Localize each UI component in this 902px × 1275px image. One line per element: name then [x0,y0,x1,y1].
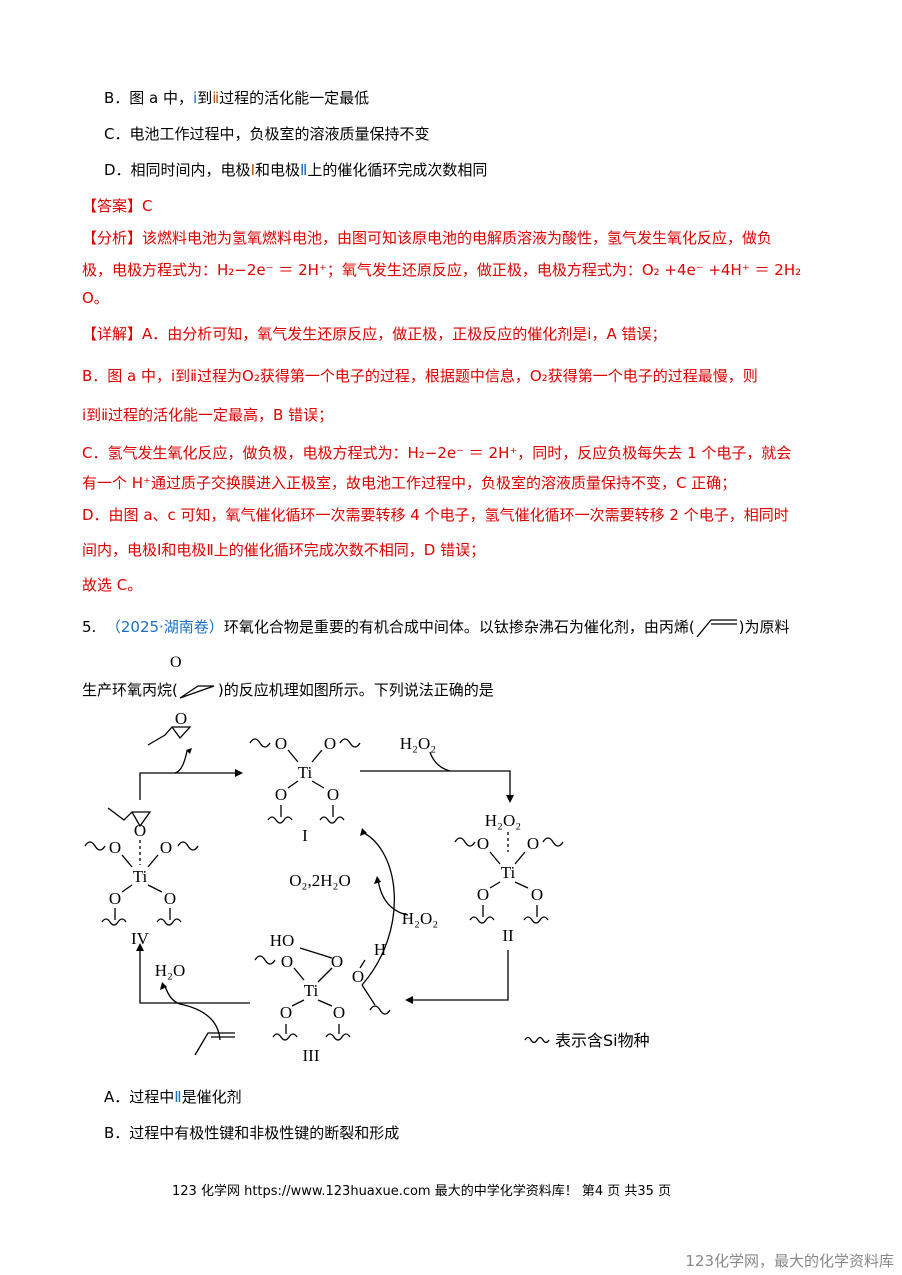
atom-h: H [374,940,386,959]
atom-o: O [477,885,489,904]
atom-o: O [281,952,293,971]
atom-o: O [275,785,287,804]
atom-ti: Ti [304,981,319,1000]
h2o2-label: H₂O₂ [402,909,438,928]
atom-o: O [160,838,172,857]
detail-c-2: 有一个 H⁺通过质子交换膜进入正极室，故电池工作过程中，负极室的溶液质量保持不变… [82,474,737,492]
atom-o: O [327,785,339,804]
atom-o: O [109,838,121,857]
option-a: A．过程中Ⅱ是催化剂 [104,1088,242,1106]
option-d-prev: D．相同时间内，电极Ⅰ和电极Ⅱ上的催化循环完成次数相同 [104,161,488,179]
h2o-label: H₂O [155,961,185,980]
atom-ti: Ti [133,867,148,886]
question-5-line-1: 5. （2025·湖南卷）环氧化合物是重要的有机合成中间体。以钛掺杂沸石为催化剂… [82,618,790,637]
atom-o: O [333,1003,345,1022]
watermark: 123化学网，最大的化学资料库 [685,1252,894,1270]
legend-si-species: 表示含Si物种 [555,1031,650,1050]
atom-o: O [477,834,489,853]
atom-o: O [164,889,176,908]
atom-o: O [324,734,336,753]
atom-o: O [134,821,146,840]
epoxide-o-label: O [170,654,182,671]
atom-o: O [352,967,364,986]
detail-d-2: 间内，电极Ⅰ和电极Ⅱ上的催化循环完成次数不相同，D 错误； [82,541,486,559]
h2o2-label: H₂O₂ [400,734,436,753]
atom-ti: Ti [298,763,313,782]
detail-b-1: B．图 a 中，ⅰ到ⅱ过程为O₂获得第一个电子的过程，根据题中信息，O₂获得第一… [82,367,758,385]
analysis-line-1: 【分析】该燃料电池为氢氧燃料电池，由图可知该原电池的电解质溶液为酸性，氢气发生氧… [82,229,773,247]
detail-a: 【详解】A．由分析可知，氧气发生还原反应，做正极，正极反应的催化剂是ⅰ，A 错误… [82,325,667,343]
atom-o: O [275,734,287,753]
label-iv: IV [131,929,150,948]
option-b-prev: B．图 a 中，ⅰ到ⅱ过程的活化能一定最低 [104,89,370,107]
question-5-line-2: 生产环氧丙烷()的反应机理如图所示。下列说法正确的是 [82,681,494,699]
ho-label: HO [270,931,295,950]
h2o2-label: H₂O₂ [485,811,521,830]
page-footer: 123 化学网 https://www.123huaxue.com 最大的中学化… [172,1184,672,1199]
option-c-prev: C．电池工作过程中，负极室的溶液质量保持不变 [104,125,430,143]
atom-o: O [109,889,121,908]
propene-structure [696,618,737,637]
propylene-oxide-structure [179,685,215,699]
atom-o: O [280,1003,292,1022]
analysis-line-3: O。 [82,289,109,307]
detail-d-1: D．由图 a、c 可知，氧气催化循环一次需要转移 4 个电子，氢气催化循环一次需… [82,506,789,524]
analysis-line-2: 极，电极方程式为：H₂−2e⁻ ＝ 2H⁺；氧气发生还原反应，做正极，电极方程式… [82,261,802,279]
label-ii: II [502,926,514,945]
label-i: I [302,826,308,845]
atom-o: O [527,834,539,853]
o2-2h2o-label: O₂,2H₂O [289,871,350,890]
detail-c-1: C．氢气发生氧化反应，做负极，电极方程式为：H₂−2e⁻ ＝ 2H⁺，同时，反应… [82,444,792,462]
atom-o: O [531,885,543,904]
atom-ti: Ti [501,863,516,882]
conclusion: 故选 C。 [82,576,143,594]
detail-b-2: ⅰ到ⅱ过程的活化能一定最高，B 错误； [82,406,334,424]
atom-o: O [331,952,343,971]
option-b: B．过程中有极性键和非极性键的断裂和形成 [104,1124,400,1142]
atom-o: O [175,709,187,728]
answer: 【答案】C [82,197,153,215]
label-iii: III [303,1046,320,1065]
